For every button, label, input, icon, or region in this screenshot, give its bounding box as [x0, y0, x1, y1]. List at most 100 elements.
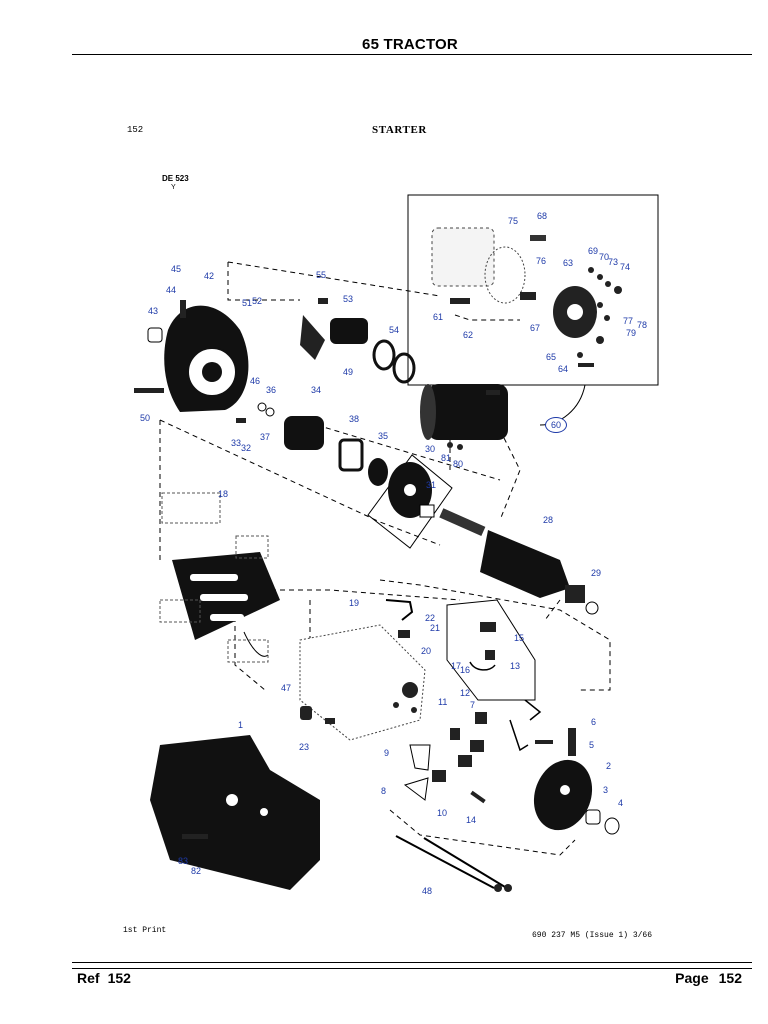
callout-43: 43 — [148, 306, 159, 316]
callout-37: 37 — [260, 432, 271, 442]
part-code: 690 237 M5 (Issue 1) 3/66 — [532, 931, 653, 940]
brush-parts — [385, 599, 553, 804]
diagram-code-sub: Y — [171, 184, 176, 191]
callout-67: 67 — [530, 323, 541, 333]
callout-21: 21 — [430, 623, 441, 633]
callout-2: 2 — [606, 761, 612, 771]
yoke-housing — [299, 624, 426, 741]
footer-ref: Ref 152 — [77, 970, 131, 986]
callout-22: 22 — [425, 613, 436, 623]
callout-53: 53 — [343, 294, 354, 304]
callout-3: 3 — [603, 785, 609, 795]
callout-42: 42 — [204, 271, 215, 281]
callout-29: 29 — [591, 568, 602, 578]
callout-33: 33 — [231, 438, 242, 448]
callout-31: 31 — [426, 480, 437, 490]
callout-30: 30 — [425, 444, 436, 454]
callout-61: 61 — [433, 312, 444, 322]
callout-20: 20 — [421, 646, 432, 656]
callout-32: 32 — [241, 443, 252, 453]
footer-ref-value: 152 — [107, 970, 131, 986]
callout-79: 79 — [626, 328, 637, 338]
callout-78: 78 — [637, 320, 648, 330]
footer-rule — [72, 968, 752, 969]
callout-17: 17 — [451, 661, 462, 671]
callout-46: 46 — [250, 376, 261, 386]
callout-54: 54 — [389, 325, 400, 335]
callout-63: 63 — [563, 258, 574, 268]
callout-6: 6 — [591, 717, 597, 727]
section-title: STARTER — [372, 124, 427, 136]
callout-69: 69 — [588, 246, 599, 256]
callout-83: 83 — [178, 856, 189, 866]
field-coil-assembly — [159, 492, 280, 663]
callout-52: 52 — [252, 296, 263, 306]
callout-5: 5 — [589, 740, 595, 750]
callout-12: 12 — [460, 688, 471, 698]
inset-detail-box — [407, 194, 659, 386]
callout-35: 35 — [378, 431, 389, 441]
callout-82: 82 — [191, 866, 202, 876]
callout-62: 62 — [463, 330, 474, 340]
callout-50: 50 — [140, 413, 151, 423]
footer-page-value: 152 — [718, 970, 742, 986]
callout-4: 4 — [618, 798, 624, 808]
callout-14: 14 — [466, 815, 477, 825]
page-header-title: 65 TRACTOR — [362, 36, 458, 53]
drive-pinion-assembly — [236, 402, 435, 518]
callout-64: 64 — [558, 364, 569, 374]
callout-38: 38 — [349, 414, 360, 424]
inset-parts — [431, 227, 622, 367]
callout-28: 28 — [543, 515, 554, 525]
callout-60-circled: 60 — [545, 417, 567, 433]
callout-10: 10 — [437, 808, 448, 818]
footer-ref-label: Ref — [77, 970, 100, 986]
callout-48: 48 — [422, 886, 433, 896]
callout-47: 47 — [281, 683, 292, 693]
callout-81: 81 — [441, 453, 452, 463]
callout-18: 18 — [218, 489, 229, 499]
callout-16: 16 — [460, 665, 471, 675]
callout-19: 19 — [349, 598, 360, 608]
callout-36: 36 — [266, 385, 277, 395]
callout-9: 9 — [384, 748, 390, 758]
callout-70: 70 — [599, 252, 610, 262]
reference-number: 152 — [127, 125, 144, 135]
callout-23: 23 — [299, 742, 310, 752]
solenoid — [420, 384, 508, 450]
callout-77: 77 — [623, 316, 634, 326]
callout-45: 45 — [171, 264, 182, 274]
callout-49: 49 — [343, 367, 354, 377]
callout-15: 15 — [514, 633, 525, 643]
callout-65: 65 — [546, 352, 557, 362]
callout-68: 68 — [537, 211, 548, 221]
callout-11: 11 — [438, 697, 448, 707]
callout-80: 80 — [453, 459, 464, 469]
callout-76: 76 — [536, 256, 547, 266]
armature — [439, 508, 599, 615]
callout-55: 55 — [316, 270, 327, 280]
shift-lever-and-plunger — [300, 298, 416, 384]
assembly-guide-lines — [159, 261, 611, 856]
callout-51: 51 — [242, 298, 253, 308]
commutator-end-cover — [533, 728, 620, 835]
callout-34: 34 — [311, 385, 322, 395]
through-bolts — [395, 835, 512, 892]
assembled-starter — [150, 735, 320, 890]
callout-74: 74 — [620, 262, 631, 272]
header-rule — [72, 54, 752, 55]
drive-end-housing — [134, 300, 249, 412]
footer-page-label: Page — [675, 970, 709, 986]
callout-8: 8 — [381, 786, 387, 796]
callout-73: 73 — [608, 257, 619, 267]
footer-rule-top — [72, 962, 752, 963]
print-label: 1st Print — [123, 926, 167, 935]
callout-75: 75 — [508, 216, 519, 226]
callout-7: 7 — [470, 700, 476, 710]
diagram-code: DE 523 — [162, 174, 189, 183]
callout-13: 13 — [510, 661, 521, 671]
callout-1: 1 — [238, 720, 244, 730]
footer-page: Page 152 — [675, 970, 742, 986]
brush-parts-panel — [446, 599, 536, 701]
